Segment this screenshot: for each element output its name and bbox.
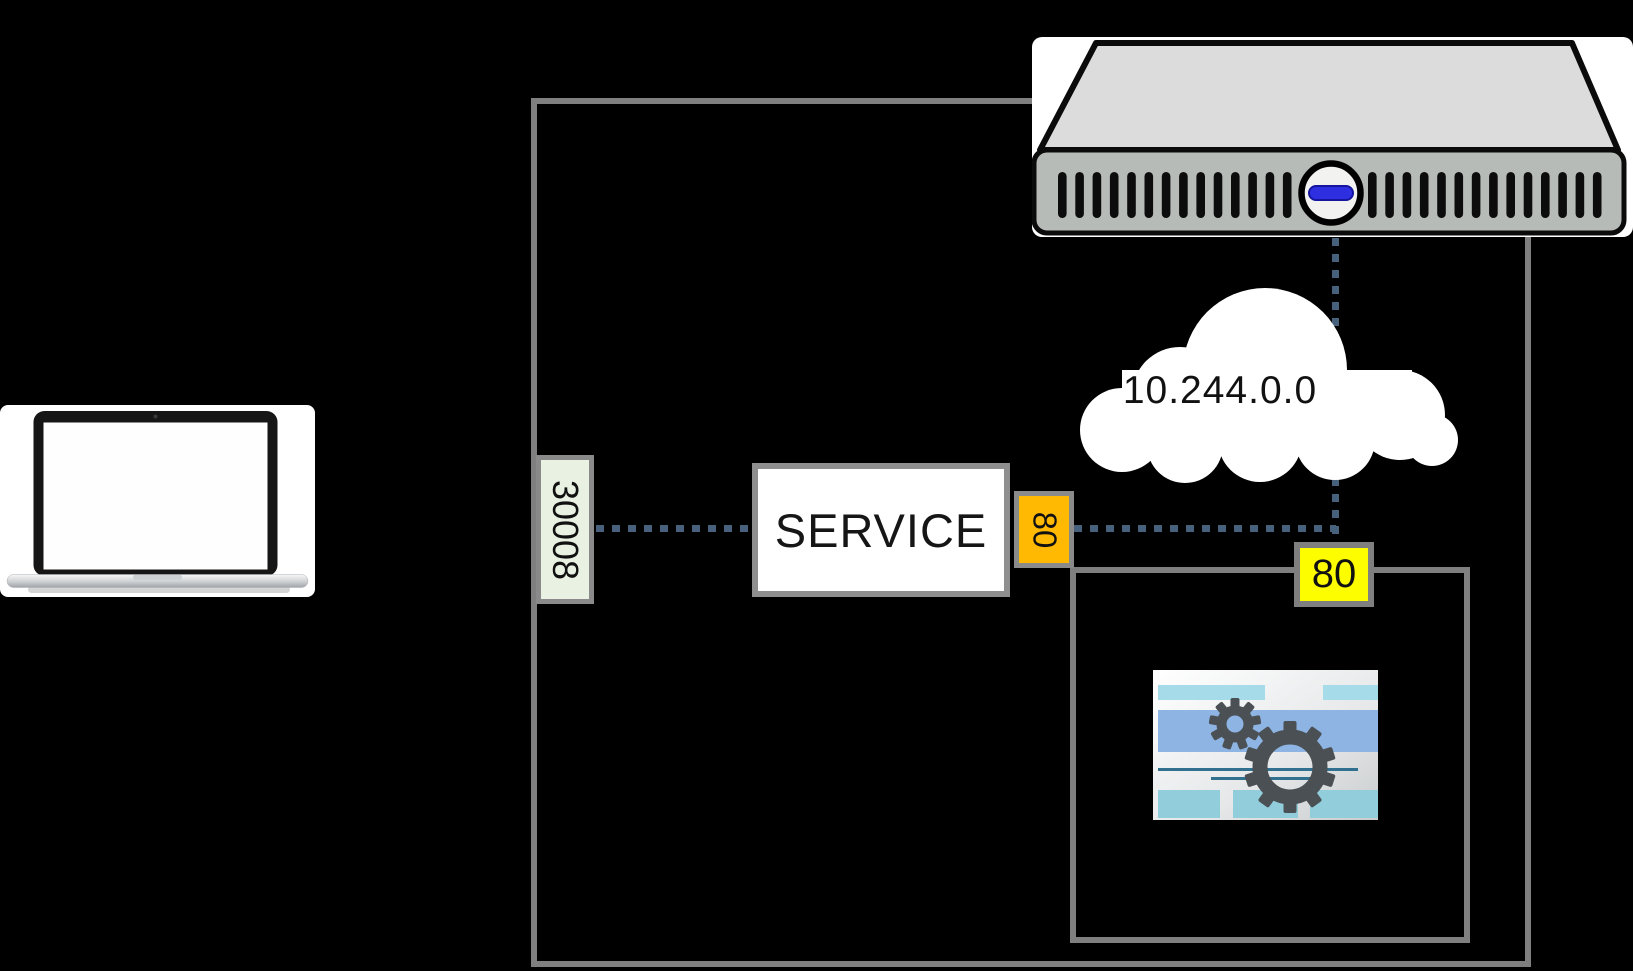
webpage-footer-box-3 <box>1310 790 1378 818</box>
cluster-network-ip-label: 10.244.0.0 <box>1122 369 1318 412</box>
laptop-screen <box>43 422 268 570</box>
gear-icon-small <box>1208 698 1262 750</box>
webpage-footer-box-1 <box>1158 790 1220 818</box>
service-port-badge: 80 <box>1014 491 1074 568</box>
node-port-value: 30008 <box>545 479 587 580</box>
connection-nodeport-to-service <box>596 525 752 532</box>
server-vent-slots-left <box>1058 172 1292 218</box>
server-power-slot <box>1308 185 1354 201</box>
server-vent-slots-right <box>1368 172 1602 218</box>
pod-boundary-box <box>1070 567 1470 943</box>
web-app-icon <box>1153 670 1378 820</box>
node-boundary-box <box>531 98 1531 967</box>
laptop-icon <box>0 405 315 597</box>
server-icon <box>1032 37 1633 237</box>
laptop-notch <box>133 574 182 580</box>
pod-port-value: 80 <box>1311 552 1357 596</box>
webpage-header-bar-right <box>1323 685 1378 700</box>
service-label: SERVICE <box>774 503 988 557</box>
service-box: SERVICE <box>752 463 1010 597</box>
cluster-network-cloud-icon <box>1080 288 1458 483</box>
pod-port-badge: 80 <box>1294 542 1374 607</box>
webpage-header-bar-left <box>1158 685 1265 700</box>
gear-icon-large <box>1244 721 1336 813</box>
connection-service-to-pod <box>1074 525 1336 532</box>
service-port-value: 80 <box>1026 511 1063 548</box>
node-port-badge: 30008 <box>536 455 594 604</box>
laptop-camera-dot <box>153 414 158 419</box>
